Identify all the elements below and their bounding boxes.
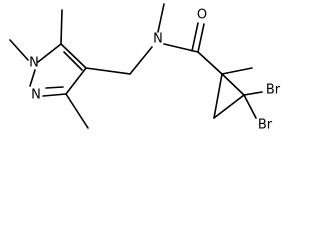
atom-oxygen: O (197, 8, 207, 23)
bond-n1-c5 (37, 43, 62, 63)
bond-c3-methyl (65, 93, 89, 129)
bond-c4-c3 (65, 67, 87, 95)
bond-c4-ch2 (85, 67, 131, 75)
atom-n-ring-1: N (29, 56, 39, 71)
atom-n-amide-label: N (153, 32, 163, 47)
bond-n-methyl (157, 3, 165, 33)
bond-c5-c4-double (63, 51, 83, 71)
bond-ch2-n (129, 46, 153, 75)
bond-c5-c4 (60, 43, 87, 69)
atom-bromine-bottom: Br (258, 118, 273, 133)
bond-carbonyl-o-double (191, 22, 199, 52)
molecule-structure: N N N O Br Br (9, 3, 281, 133)
atom-bromine-bottom-label: Br (258, 118, 273, 133)
bond-cp1-methyl (221, 67, 253, 75)
atom-n-amide: N (153, 32, 163, 47)
atom-n-ring-1-label: N (29, 56, 39, 71)
bond-cp2-br-bottom (243, 94, 257, 119)
atom-oxygen-label: O (197, 8, 207, 23)
atom-bromine-top-label: Br (266, 83, 281, 98)
bond-cp1-cp2 (221, 73, 245, 96)
bond-n1-methyl (9, 39, 29, 61)
atom-n-ring-2-label: N (31, 88, 41, 103)
bond-carbonyl-cp1 (197, 51, 223, 75)
atom-bromine-top: Br (266, 83, 281, 98)
bond-n2-n1 (29, 69, 36, 87)
bond-carbonyl-o (197, 23, 205, 53)
bond-c5-methyl (60, 9, 63, 45)
atom-n-ring-2: N (31, 88, 41, 103)
bond-c3-n2 (42, 93, 67, 97)
bond-cp2-br-top (243, 91, 263, 96)
bond-c3-n2-double (45, 86, 64, 89)
bond-cp1-cp3 (213, 73, 223, 119)
bond-cp2-cp3 (213, 94, 245, 119)
